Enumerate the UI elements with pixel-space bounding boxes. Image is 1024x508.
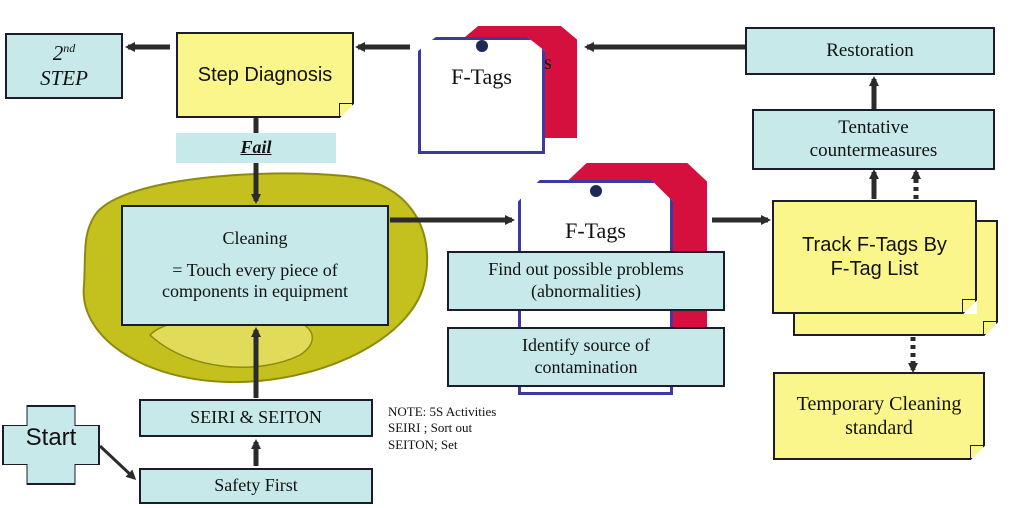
temporary-label: Temporary Cleaning standard (796, 393, 962, 439)
second-step-text: STEP (40, 66, 88, 90)
ftags-mid-label: F-Tags (565, 218, 626, 243)
fail-label-box: Fail (176, 133, 336, 163)
ftags-top-back-fragment: s (544, 52, 552, 74)
cleaning-title: Cleaning (222, 228, 288, 249)
find-out-label: Find out possible problems (abnormalitie… (488, 259, 684, 301)
track-box: Track F-Tags By F-Tag List (772, 200, 977, 314)
second-step-box: 2nd STEP (5, 33, 123, 99)
note-line-3: SEITON; Set (388, 436, 458, 452)
identify-label: Identify source of contamination (522, 335, 650, 377)
fail-label: Fail (240, 137, 272, 158)
ftags-top-tag (418, 37, 545, 154)
note-line-1: NOTE: 5S Activities (388, 404, 497, 419)
temporary-box: Temporary Cleaning standard (773, 372, 985, 460)
ftags-mid-hole (590, 185, 602, 197)
ftags-top-hole (476, 40, 488, 52)
second-step-num-line: 2nd (53, 41, 76, 66)
note-5s: NOTE: 5S Activities SEIRI ; Sort out SEI… (388, 404, 496, 453)
start-label: Start (25, 424, 77, 451)
find-out-box: Find out possible problems (abnormalitie… (447, 251, 725, 311)
identify-box: Identify source of contamination (447, 327, 725, 387)
arrow-start-to-safety (98, 444, 137, 481)
safety-first-box: Safety First (139, 468, 373, 504)
step-diagnosis-label: Step Diagnosis (197, 64, 333, 86)
tentative-box: Tentative countermeasures (752, 109, 995, 170)
restoration-box: Restoration (745, 27, 995, 75)
cleaning-description: = Touch every piece of components in equ… (162, 259, 348, 302)
step-diagnosis-box: Step Diagnosis (176, 32, 354, 118)
second-step-num: 2 (52, 40, 64, 65)
second-step-sup: nd (63, 40, 76, 55)
track-label: Track F-Tags By F-Tag List (802, 234, 947, 280)
note-line-2: SEIRI ; Sort out (388, 420, 473, 436)
ftags-top-label: F-Tags (451, 64, 512, 89)
cleaning-box: Cleaning = Touch every piece of componen… (121, 205, 389, 326)
seiri-seiton-box: SEIRI & SEITON (139, 399, 373, 437)
tentative-label: Tentative countermeasures (809, 116, 938, 161)
safety-first-label: Safety First (214, 475, 298, 496)
restoration-label: Restoration (826, 39, 914, 61)
seiri-seiton-label: SEIRI & SEITON (190, 407, 322, 428)
